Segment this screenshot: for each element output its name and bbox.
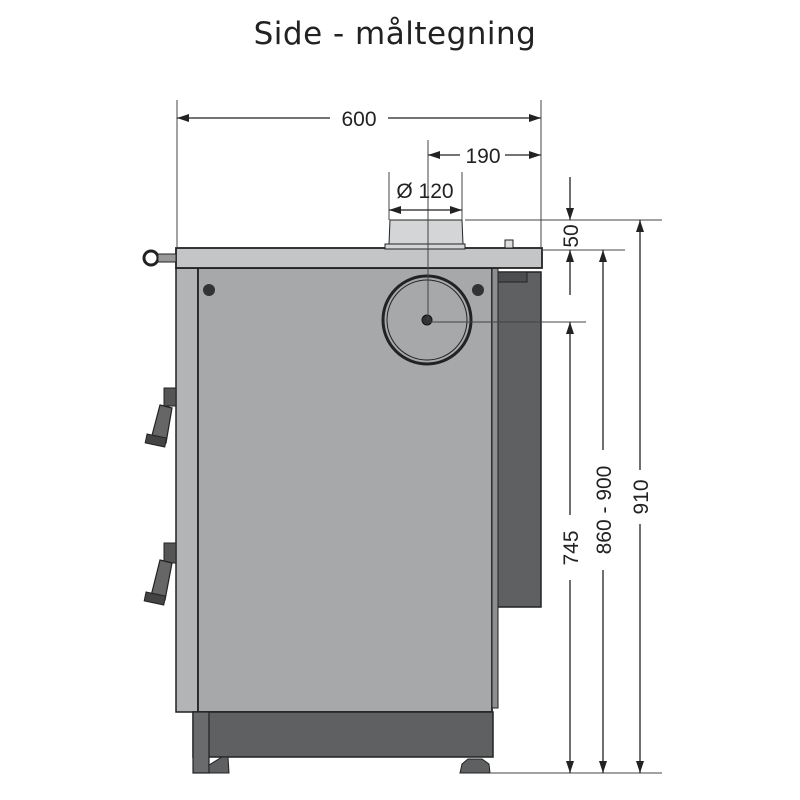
screw-icon: [203, 284, 215, 296]
eye-bolt: [142, 249, 177, 267]
handle-lower: [143, 542, 177, 606]
dimension-height-910: 910: [630, 220, 653, 773]
flue-outlet-circle: [381, 274, 473, 366]
handle-upper: [144, 387, 177, 448]
svg-text:50: 50: [560, 224, 583, 247]
base-plinth: [192, 711, 494, 758]
dimension-width-600: 600: [177, 108, 541, 131]
front-foot: [208, 756, 230, 774]
diagram-title: Side - måltegning: [253, 16, 537, 52]
dimension-collar-50: 50: [560, 177, 583, 295]
flue-collar: [384, 219, 466, 250]
stove-body: [142, 219, 543, 774]
rear-box-top: [496, 271, 528, 283]
rear-foot: [459, 758, 491, 774]
svg-text:860 - 900: 860 - 900: [593, 466, 616, 555]
svg-text:Ø 120: Ø 120: [396, 180, 453, 203]
dimension-height-860-900: 860 - 900: [593, 250, 616, 773]
svg-text:745: 745: [560, 530, 583, 565]
svg-text:910: 910: [630, 479, 653, 514]
rear-strip: [491, 267, 499, 709]
top-plate: [175, 247, 543, 269]
screw-icon: [472, 284, 484, 296]
side-frame: [175, 267, 199, 713]
svg-text:190: 190: [465, 145, 500, 168]
top-knob: [504, 239, 514, 249]
rear-box: [496, 271, 542, 608]
dimension-flue-diameter: Ø 120: [389, 180, 462, 214]
dimension-height-745: 745: [560, 322, 583, 773]
dimension-flue-offset-190: 190: [428, 145, 541, 168]
front-leg: [192, 711, 210, 774]
extension-lines: [176, 100, 662, 774]
svg-text:600: 600: [341, 108, 376, 131]
